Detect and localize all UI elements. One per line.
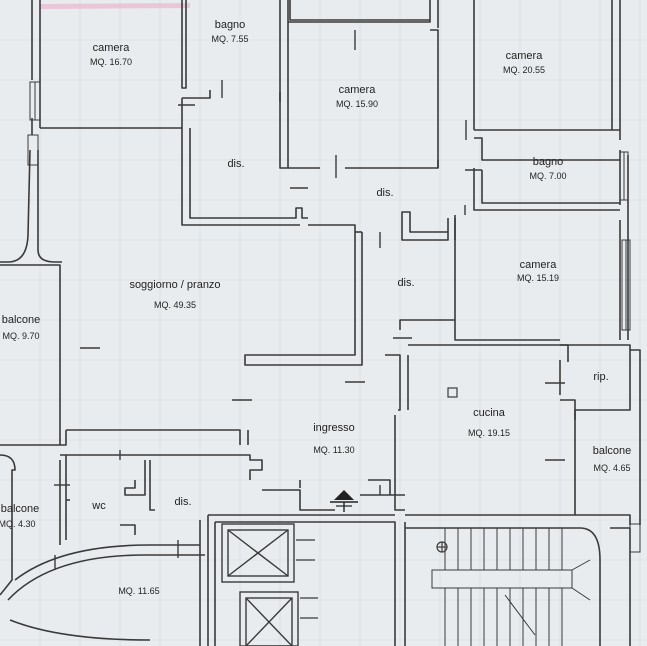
kitchen-fixture <box>447 387 458 398</box>
door-marks <box>54 30 565 570</box>
room-camera-4-name: camera <box>520 259 558 271</box>
label-dis-1: dis. <box>227 158 244 170</box>
room-bagno-1-area: MQ. 7.55 <box>211 34 248 44</box>
room-bagno-2-name: bagno <box>533 156 564 168</box>
stair-direction-icon <box>436 541 448 553</box>
lift-shaft-1 <box>221 523 295 583</box>
room-labels: camera MQ. 16.70 bagno MQ. 7.55 camera M… <box>0 19 631 596</box>
room-balcone-1-name: balcone <box>2 314 41 326</box>
entrance-arrow-icon <box>330 490 358 512</box>
room-camera-2-area: MQ. 15.90 <box>336 99 378 109</box>
paper-stain <box>40 3 190 9</box>
lift-shaft-2 <box>239 591 299 646</box>
room-camera-3-area: MQ. 20.55 <box>503 65 545 75</box>
room-soggiorno-name: soggiorno / pranzo <box>129 279 220 291</box>
room-camera-1-area: MQ. 16.70 <box>90 57 132 67</box>
room-bagno-1-name: bagno <box>215 19 246 31</box>
windows <box>27 81 641 553</box>
label-dis-3: dis. <box>397 277 414 289</box>
room-balcone-2-area: MQ. 4.65 <box>593 463 630 473</box>
room-camera-1-name: camera <box>93 42 131 54</box>
room-bottom-area: MQ. 11.65 <box>118 586 159 596</box>
label-wc: wc <box>91 500 106 512</box>
room-camera-2-name: camera <box>339 84 377 96</box>
staircase <box>431 528 591 646</box>
room-bagno-2-area: MQ. 7.00 <box>529 171 566 181</box>
label-rip: rip. <box>593 371 608 383</box>
room-ingresso-name: ingresso <box>313 422 355 434</box>
room-ingresso-area: MQ. 11.30 <box>313 445 354 455</box>
room-balcone-3-name: balcone <box>1 503 40 515</box>
lift-marks <box>296 539 318 619</box>
label-dis-2: dis. <box>376 187 393 199</box>
room-camera-3-name: camera <box>506 50 544 62</box>
room-cucina-name: cucina <box>473 407 506 419</box>
room-balcone-2-name: balcone <box>593 445 632 457</box>
room-soggiorno-area: MQ. 49.35 <box>154 300 196 310</box>
room-balcone-1-area: MQ. 9.70 <box>2 331 39 341</box>
room-cucina-area: MQ. 19.15 <box>468 428 510 438</box>
room-balcone-3-area: MQ. 4.30 <box>0 519 36 529</box>
label-dis-4: dis. <box>174 496 191 508</box>
room-camera-4-area: MQ. 15.19 <box>517 273 559 283</box>
